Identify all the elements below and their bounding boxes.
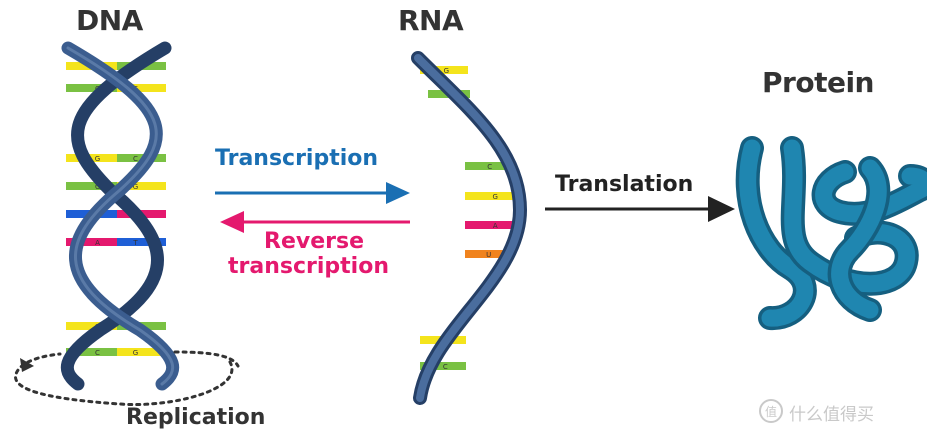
dna-base-left: [66, 182, 117, 190]
dna-base-right: [117, 84, 166, 92]
dna-base-left: [66, 322, 117, 330]
rna-base-letter: C: [443, 363, 448, 371]
rna-title: RNA: [398, 4, 464, 37]
dna-double-helix: [60, 41, 180, 391]
rna-base-bar: [420, 362, 466, 370]
watermark-logo: 值: [759, 399, 783, 423]
replication-label: Replication: [126, 405, 266, 430]
dna-base-letter-right: G: [133, 183, 138, 191]
dna-base-letter-left: C: [95, 349, 100, 357]
dna-base-left: [66, 238, 117, 246]
transcription-label: Transcription: [215, 146, 379, 171]
protein-folded-chain: [735, 136, 927, 330]
reverse-transcription-label-line1: Reverse: [264, 229, 364, 254]
dna-base-right: [117, 238, 166, 246]
dna-base-letter-right: C: [133, 155, 138, 163]
rna-base-bar: [465, 192, 520, 200]
translation-label: Translation: [555, 172, 694, 197]
rna-base-letter: A: [493, 222, 498, 230]
dna-base-letter-left: A: [95, 239, 100, 247]
rna-base: G: [420, 66, 468, 75]
rna-base: U: [465, 250, 508, 259]
dna-strand-front-highlight: [66, 46, 175, 386]
rna-base: G: [465, 192, 520, 201]
rna-base-letter: G: [493, 193, 498, 201]
rna-base: A: [465, 221, 520, 230]
rna-base-letter: G: [444, 67, 449, 75]
replication-cycle-arrow: [14, 350, 240, 407]
rna-base-bar: [465, 162, 510, 170]
rna-base-letter: C: [487, 163, 492, 171]
rna-base-bar: [420, 66, 468, 74]
dna-base-letter-right: G: [133, 349, 138, 357]
rna-base-letter: U: [486, 251, 491, 259]
rna-single-strand: [411, 51, 528, 405]
dna-base-left: [66, 84, 117, 92]
dna-base-letter-left: C: [95, 183, 100, 191]
dna-base-left: [66, 348, 117, 356]
rna-base: C: [420, 362, 466, 371]
rna-base-bar: [465, 221, 520, 229]
watermark-text: 什么值得买: [789, 405, 874, 425]
transcription-arrow: [215, 182, 410, 204]
reverse-transcription-arrow: [220, 211, 410, 233]
watermark-badge-text: 值: [765, 404, 777, 419]
dna-base-right: [117, 182, 166, 190]
rna-base-bar: [465, 250, 508, 258]
rna-base: C: [465, 162, 510, 171]
dna-base-letter-right: T: [132, 239, 138, 247]
dna-title: DNA: [76, 4, 143, 37]
dna-strand-back: [60, 41, 172, 391]
reverse-transcription-label-line2: transcription: [228, 254, 389, 279]
translation-arrow: [545, 196, 735, 222]
protein-title: Protein: [762, 66, 874, 99]
dna-base-letter-left: G: [95, 155, 100, 163]
dna-base-right: [117, 348, 166, 356]
